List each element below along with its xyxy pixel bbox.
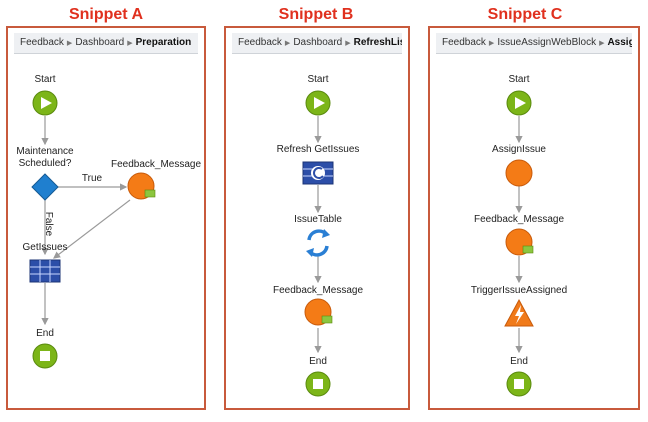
snippet-a-panel: Feedback▶Dashboard▶Preparation Start Mai…: [6, 26, 206, 410]
refresh-getissues-label: Refresh GetIssues: [277, 144, 360, 155]
breadcrumb-separator-icon: ▶: [284, 40, 291, 47]
getissues-label: GetIssues: [22, 242, 67, 253]
start-label: Start: [508, 74, 529, 85]
breadcrumb: Feedback▶Dashboard▶Preparation: [14, 33, 198, 54]
breadcrumb-item[interactable]: Feedback: [20, 37, 64, 48]
breadcrumb-current[interactable]: RefreshList: [353, 37, 402, 48]
snippet-a-title: Snippet A: [68, 6, 144, 23]
feedback-message-label: Feedback_Message: [474, 214, 564, 225]
breadcrumb-separator-icon: ▶: [488, 40, 495, 47]
false-label: False: [43, 212, 54, 237]
maintenance-label-line-2: Scheduled?: [19, 158, 72, 169]
ajax-refresh-icon[interactable]: [306, 229, 330, 257]
snippet-b-title: Snippet B: [278, 6, 354, 23]
breadcrumb: Feedback▶IssueAssignWebBlock▶Assign: [436, 33, 632, 54]
start-icon[interactable]: [506, 90, 532, 116]
breadcrumb-current[interactable]: Preparation: [135, 37, 192, 48]
breadcrumb: Feedback▶Dashboard▶RefreshList: [232, 33, 402, 54]
feedback-message-icon[interactable]: [127, 172, 156, 200]
if-diamond-icon[interactable]: [31, 173, 59, 201]
start-label: Start: [307, 74, 328, 85]
trigger-event-icon[interactable]: [504, 298, 534, 327]
start-icon[interactable]: [305, 90, 331, 116]
snippet-b-panel: Feedback▶Dashboard▶RefreshList Start Ref…: [224, 26, 410, 410]
breadcrumb-item[interactable]: Feedback: [238, 37, 282, 48]
action-icon[interactable]: [505, 159, 533, 187]
end-label: End: [36, 328, 54, 339]
issuetable-label: IssueTable: [294, 214, 342, 225]
breadcrumb-separator-icon: ▶: [599, 40, 605, 47]
end-icon[interactable]: [506, 371, 532, 397]
end-label: End: [309, 356, 327, 367]
feedback-message-icon[interactable]: [304, 298, 333, 326]
feedback-message-icon[interactable]: [505, 228, 534, 256]
end-icon[interactable]: [305, 371, 331, 397]
feedback-message-label: Feedback_Message: [111, 159, 201, 170]
flow-diagram-c: Start AssignIssue Feedback_Message Trigg…: [471, 74, 567, 397]
end-label: End: [510, 356, 528, 367]
end-icon[interactable]: [32, 343, 58, 369]
breadcrumb-item[interactable]: IssueAssignWebBlock: [497, 37, 597, 48]
breadcrumb-item[interactable]: Dashboard: [293, 37, 343, 48]
breadcrumb-separator-icon: ▶: [345, 40, 351, 47]
assignissue-label: AssignIssue: [492, 144, 546, 155]
breadcrumb-current[interactable]: Assign: [607, 37, 632, 48]
trigger-issue-assigned-label: TriggerIssueAssigned: [471, 285, 567, 296]
snippet-c-panel: Feedback▶IssueAssignWebBlock▶Assign Star…: [428, 26, 640, 410]
breadcrumb-separator-icon: ▶: [66, 40, 73, 47]
breadcrumb-item[interactable]: Dashboard: [75, 37, 125, 48]
flow-diagram-b: Start Refresh GetIssues IssueTable Feedb…: [273, 74, 363, 397]
connector: [53, 199, 131, 259]
breadcrumb-item[interactable]: Feedback: [442, 37, 486, 48]
maintenance-label-line-1: Maintenance: [16, 146, 74, 157]
snippet-c-title: Snippet C: [487, 6, 563, 23]
refresh-data-icon[interactable]: [302, 161, 334, 185]
feedback-message-label: Feedback_Message: [273, 285, 363, 296]
aggregate-grid-icon[interactable]: [29, 259, 61, 283]
true-label: True: [82, 173, 103, 184]
start-label: Start: [34, 74, 55, 85]
start-icon[interactable]: [32, 90, 58, 116]
breadcrumb-separator-icon: ▶: [127, 40, 133, 47]
